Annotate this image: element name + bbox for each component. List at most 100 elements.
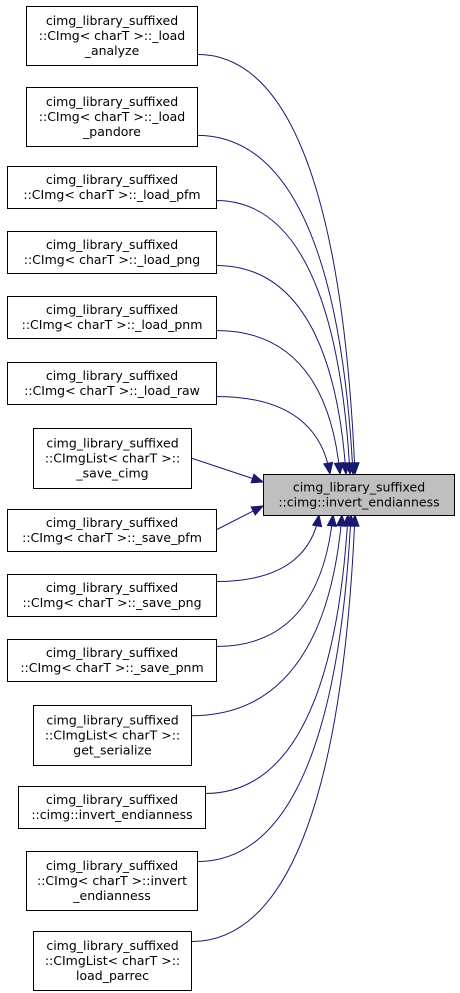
arrowhead xyxy=(322,461,334,476)
edge-line xyxy=(196,514,352,863)
call-edge xyxy=(215,505,265,531)
node-label-line: ::CImgList< charT >:: xyxy=(45,953,180,968)
edge-line xyxy=(190,514,356,943)
node-box xyxy=(26,6,198,66)
node-box xyxy=(33,931,192,991)
call-edge xyxy=(196,53,360,476)
call-edge xyxy=(215,513,338,648)
call-edge xyxy=(190,513,360,943)
node-label-line: _save_cimg xyxy=(75,466,148,481)
call-edge xyxy=(190,513,347,717)
node-label-line: cimg_library_suffixed xyxy=(46,237,178,252)
node-box xyxy=(7,574,217,617)
node-label-line: ::cimg::invert_endianness xyxy=(278,495,439,510)
node-box xyxy=(7,362,217,405)
node-box xyxy=(26,851,198,911)
node-label-line: cimg_library_suffixed xyxy=(46,94,178,109)
caller-node[interactable]: cimg_library_suffixed::CImgList< charT >… xyxy=(33,705,192,766)
node-label-line: cimg_library_suffixed xyxy=(46,580,178,595)
node-label-line: cimg_library_suffixed xyxy=(46,645,178,660)
node-label-line: load_parrec xyxy=(76,968,149,983)
arrowhead xyxy=(326,513,338,527)
node-label-line: cimg_library_suffixed xyxy=(46,172,178,187)
caller-node[interactable]: cimg_library_suffixed::CImg< charT >::_l… xyxy=(26,87,198,147)
edge-line xyxy=(190,514,343,717)
arrowhead xyxy=(349,513,360,527)
call-edge xyxy=(215,395,334,476)
call-edge xyxy=(196,513,356,863)
node-label-line: cimg_library_suffixed xyxy=(46,713,178,728)
node-label-line: ::CImgList< charT >:: xyxy=(45,451,180,466)
edge-line xyxy=(190,457,264,483)
call-edge xyxy=(196,134,358,476)
node-box xyxy=(18,786,206,829)
edge-line xyxy=(215,329,341,475)
node-box xyxy=(7,296,217,339)
caller-node[interactable]: cimg_library_suffixed::CImg< charT >::in… xyxy=(26,851,198,911)
edge-line xyxy=(215,395,331,475)
caller-node[interactable]: cimg_library_suffixed::CImg< charT >::_l… xyxy=(7,166,217,209)
call-edge xyxy=(215,513,323,583)
node-box xyxy=(33,428,192,489)
caller-node[interactable]: cimg_library_suffixed::CImg< charT >::_s… xyxy=(7,574,217,617)
arrowhead xyxy=(250,473,265,484)
call-edge xyxy=(215,329,345,476)
node-box xyxy=(7,509,217,552)
caller-node[interactable]: cimg_library_suffixed::CImgList< charT >… xyxy=(33,931,192,991)
caller-node[interactable]: cimg_library_suffixed::CImg< charT >::_s… xyxy=(7,509,217,552)
arrowhead xyxy=(250,505,265,516)
arrowhead xyxy=(311,513,323,528)
node-box xyxy=(26,87,198,147)
node-box xyxy=(263,474,455,516)
caller-node[interactable]: cimg_library_suffixed::CImg< charT >::_l… xyxy=(26,6,198,66)
node-label-line: ::CImg< charT >::_load_png xyxy=(24,252,201,267)
node-label-line: cimg_library_suffixed xyxy=(46,302,178,317)
arrowhead xyxy=(333,462,345,476)
nodes-layer: cimg_library_suffixed::CImg< charT >::_l… xyxy=(7,6,455,991)
node-label-line: cimg_library_suffixed xyxy=(46,515,178,530)
node-label-line: cimg_library_suffixed xyxy=(46,13,178,28)
caller-node[interactable]: cimg_library_suffixed::CImg< charT >::_l… xyxy=(7,362,217,405)
node-label-line: ::CImg< charT >::_load_pnm xyxy=(22,317,203,332)
node-label-line: ::CImg< charT >::_save_pnm xyxy=(20,660,203,675)
edge-line xyxy=(215,264,347,475)
arrowhead xyxy=(335,513,347,527)
node-label-line: cimg_library_suffixed xyxy=(293,480,425,495)
node-box xyxy=(7,231,217,274)
node-label-line: ::CImg< charT >::_save_pfm xyxy=(22,530,202,545)
node-label-line: ::CImg< charT >::_load xyxy=(39,109,185,124)
node-label-line: ::CImg< charT >::invert xyxy=(37,873,187,888)
node-box xyxy=(7,166,217,209)
node-label-line: cimg_library_suffixed xyxy=(46,792,178,807)
edge-line xyxy=(204,514,349,795)
node-label-line: ::cimg::invert_endianness xyxy=(31,807,192,822)
node-label-line: cimg_library_suffixed xyxy=(46,436,178,451)
node-label-line: ::CImg< charT >::_load_pfm xyxy=(23,187,200,202)
caller-node[interactable]: cimg_library_suffixed::CImg< charT >::_l… xyxy=(7,231,217,274)
edge-line xyxy=(196,53,356,475)
node-label-line: get_serialize xyxy=(73,743,152,758)
node-box xyxy=(33,705,192,766)
node-label-line: _analyze xyxy=(84,43,140,58)
node-label-line: cimg_library_suffixed xyxy=(46,368,178,383)
node-label-line: _endianness xyxy=(72,888,151,903)
call-edge xyxy=(190,457,265,484)
edge-line xyxy=(215,199,351,475)
call-edge xyxy=(215,264,351,476)
caller-node[interactable]: cimg_library_suffixed::CImgList< charT >… xyxy=(33,428,192,489)
call-edge xyxy=(204,513,353,795)
edge-line xyxy=(196,134,354,475)
caller-node[interactable]: cimg_library_suffixed::CImg< charT >::_s… xyxy=(7,639,217,682)
caller-node[interactable]: cimg_library_suffixed::CImg< charT >::_l… xyxy=(7,296,217,339)
node-box xyxy=(7,639,217,682)
node-label-line: ::CImg< charT >::_load xyxy=(39,28,185,43)
node-label-line: ::CImg< charT >::_load_raw xyxy=(24,383,200,398)
target-node[interactable]: cimg_library_suffixed::cimg::invert_endi… xyxy=(263,474,455,516)
node-label-line: ::CImgList< charT >:: xyxy=(45,728,180,743)
edge-line xyxy=(215,514,320,583)
node-label-line: cimg_library_suffixed xyxy=(46,938,178,953)
node-label-line: _pandore xyxy=(82,124,141,139)
caller-node[interactable]: cimg_library_suffixed::cimg::invert_endi… xyxy=(18,786,206,829)
node-label-line: ::CImg< charT >::_save_png xyxy=(22,595,201,610)
